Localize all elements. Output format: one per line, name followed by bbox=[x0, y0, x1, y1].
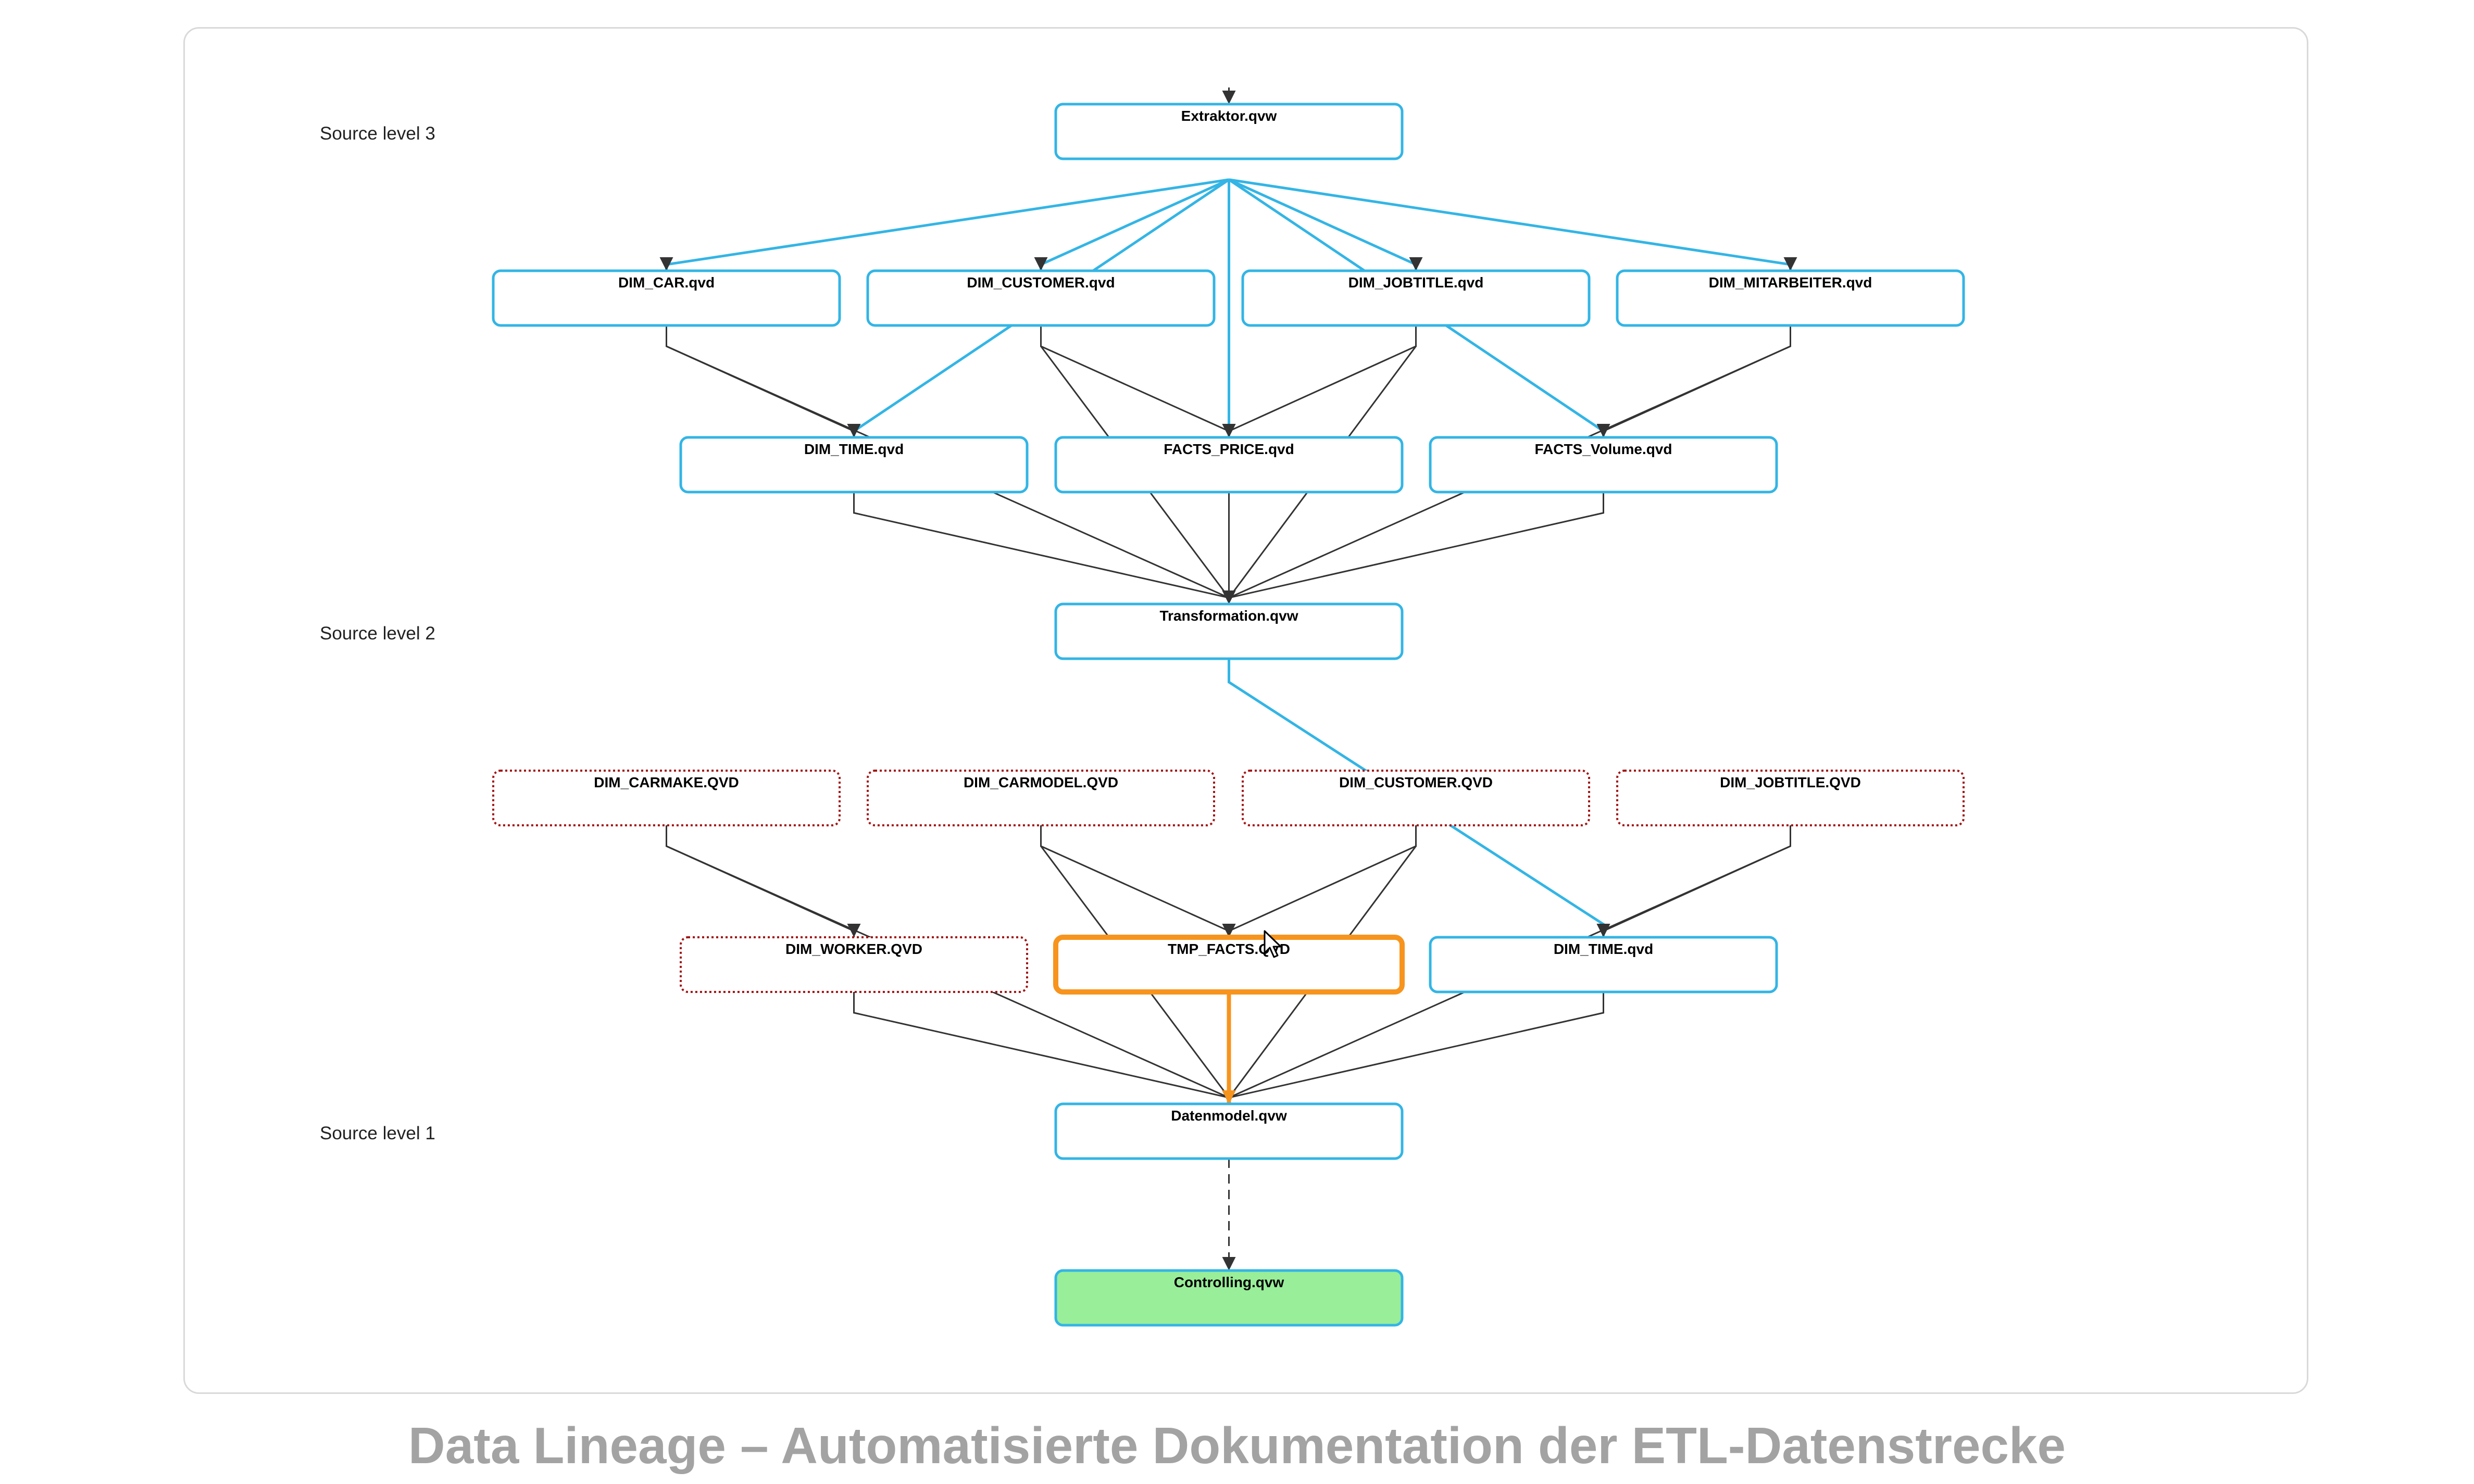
node-box[interactable] bbox=[1054, 1102, 1404, 1160]
level-labels: Source level 3 Source level 2 Source level… bbox=[320, 123, 435, 1143]
node-dim-carmodel-qvd[interactable]: DIM_CARMODEL.QVD bbox=[867, 770, 1215, 826]
edge-dim_carmake-to-dim_worker bbox=[666, 825, 861, 937]
node-label: DIM_CUSTOMER.qvd bbox=[967, 274, 1115, 291]
edges-layer bbox=[659, 87, 1797, 1271]
edge-dim_worker-to-datenmodel bbox=[853, 992, 1236, 1104]
node-box[interactable] bbox=[1242, 770, 1590, 826]
node-label: DIM_MITARBEITER.qvd bbox=[1709, 274, 1872, 291]
node-box[interactable] bbox=[1616, 269, 1965, 327]
page-caption: Data Lineage – Automatisierte Dokumentat… bbox=[408, 1417, 2066, 1474]
node-label: FACTS_Volume.qvd bbox=[1535, 441, 1672, 457]
mouse-cursor-icon bbox=[1264, 930, 1282, 958]
node-dim-worker-qvd[interactable]: DIM_WORKER.QVD bbox=[680, 936, 1028, 993]
edge-dim_jobtitle_up-to-dim_time_2 bbox=[1596, 825, 1791, 937]
edge-extraktor-to-dim_car bbox=[659, 178, 1229, 271]
node-dim-jobtitle-qvd[interactable]: DIM_JOBTITLE.QVD bbox=[1616, 770, 1965, 826]
edge-dim_time_1-to-transformation bbox=[853, 492, 1236, 604]
node-dim-customer-qvd[interactable]: DIM_CUSTOMER.QVD bbox=[1242, 770, 1590, 826]
node-datenmodel-qvw[interactable]: Datenmodel.qvw bbox=[1054, 1102, 1404, 1160]
node-label: DIM_CAR.qvd bbox=[618, 274, 715, 291]
node-label: DIM_WORKER.QVD bbox=[785, 941, 922, 957]
node-box[interactable] bbox=[1054, 602, 1404, 660]
node-dim-jobtitle-qvd[interactable]: DIM_JOBTITLE.qvd bbox=[1241, 269, 1591, 327]
node-box[interactable] bbox=[1616, 770, 1965, 826]
node-label: DIM_JOBTITLE.qvd bbox=[1348, 274, 1484, 291]
node-label: Extraktor.qvw bbox=[1181, 108, 1277, 124]
edge-extraktor-to-dim_jobtitle bbox=[1228, 178, 1423, 271]
node-label: DIM_JOBTITLE.QVD bbox=[1720, 774, 1861, 790]
node-dim-mitarbeiter-qvd[interactable]: DIM_MITARBEITER.qvd bbox=[1616, 269, 1965, 327]
edge-dim_customer_up-to-tmp_facts bbox=[1222, 825, 1417, 937]
node-dim-carmake-qvd[interactable]: DIM_CARMAKE.QVD bbox=[492, 770, 841, 826]
node-box[interactable] bbox=[1429, 936, 1778, 993]
node-label: DIM_CARMAKE.QVD bbox=[594, 774, 739, 790]
node-label: Datenmodel.qvw bbox=[1171, 1108, 1287, 1124]
node-extraktor-qvw[interactable]: Extraktor.qvw bbox=[1054, 103, 1404, 160]
node-box[interactable] bbox=[1054, 103, 1404, 160]
level-label-lvl1: Source level 1 bbox=[320, 1123, 435, 1143]
edge-dim_mitarbeiter-to-facts_volume bbox=[1596, 325, 1791, 437]
edge-dim_carmodel-to-tmp_facts bbox=[1040, 825, 1236, 937]
edge-facts_volume-to-transformation bbox=[1222, 492, 1604, 604]
node-dim-time-qvd[interactable]: DIM_TIME.qvd bbox=[1429, 936, 1778, 993]
node-label: Controlling.qvw bbox=[1174, 1274, 1284, 1290]
node-box[interactable] bbox=[1053, 935, 1405, 995]
level-label-lvl2: Source level 2 bbox=[320, 623, 435, 644]
node-facts-price-qvd[interactable]: FACTS_PRICE.qvd bbox=[1054, 436, 1404, 494]
node-label: Transformation.qvw bbox=[1159, 608, 1298, 624]
node-label: DIM_TIME.qvd bbox=[1554, 941, 1653, 957]
node-facts-volume-qvd[interactable]: FACTS_Volume.qvd bbox=[1429, 436, 1778, 494]
edge-dim_car-to-dim_time_1 bbox=[666, 325, 861, 437]
node-tmp-facts-qvd[interactable]: TMP_FACTS.QVD bbox=[1053, 935, 1405, 995]
diagram-frame bbox=[183, 27, 2308, 1394]
edge-dim_customer-to-facts_price bbox=[1040, 325, 1236, 437]
node-dim-time-qvd[interactable]: DIM_TIME.qvd bbox=[679, 436, 1029, 494]
node-transformation-qvw[interactable]: Transformation.qvw bbox=[1054, 602, 1404, 660]
node-box[interactable] bbox=[867, 770, 1215, 826]
node-box[interactable] bbox=[1054, 436, 1404, 494]
node-dim-car-qvd[interactable]: DIM_CAR.qvd bbox=[492, 269, 841, 327]
node-box[interactable] bbox=[1241, 269, 1591, 327]
node-label: FACTS_PRICE.qvd bbox=[1164, 441, 1294, 457]
node-label: DIM_CARMODEL.QVD bbox=[964, 774, 1118, 790]
node-label: DIM_CUSTOMER.QVD bbox=[1339, 774, 1493, 790]
edge-extraktor-to-dim_mitarbeiter bbox=[1229, 178, 1797, 271]
node-controlling-qvw[interactable]: Controlling.qvw bbox=[1054, 1269, 1404, 1327]
edge-dim_time_2-to-datenmodel bbox=[1222, 992, 1604, 1104]
node-label: DIM_TIME.qvd bbox=[804, 441, 904, 457]
node-box[interactable] bbox=[679, 436, 1029, 494]
edge-extraktor-to-dim_customer bbox=[1034, 178, 1230, 271]
node-box[interactable] bbox=[492, 770, 841, 826]
level-label-lvl3: Source level 3 bbox=[320, 123, 435, 144]
edge-dim_jobtitle-to-facts_price bbox=[1222, 325, 1417, 437]
node-box[interactable] bbox=[866, 269, 1216, 327]
node-box[interactable] bbox=[492, 269, 841, 327]
node-box[interactable] bbox=[680, 936, 1028, 993]
node-box[interactable] bbox=[1429, 436, 1778, 494]
node-dim-customer-qvd[interactable]: DIM_CUSTOMER.qvd bbox=[866, 269, 1216, 327]
node-box[interactable] bbox=[1054, 1269, 1404, 1327]
